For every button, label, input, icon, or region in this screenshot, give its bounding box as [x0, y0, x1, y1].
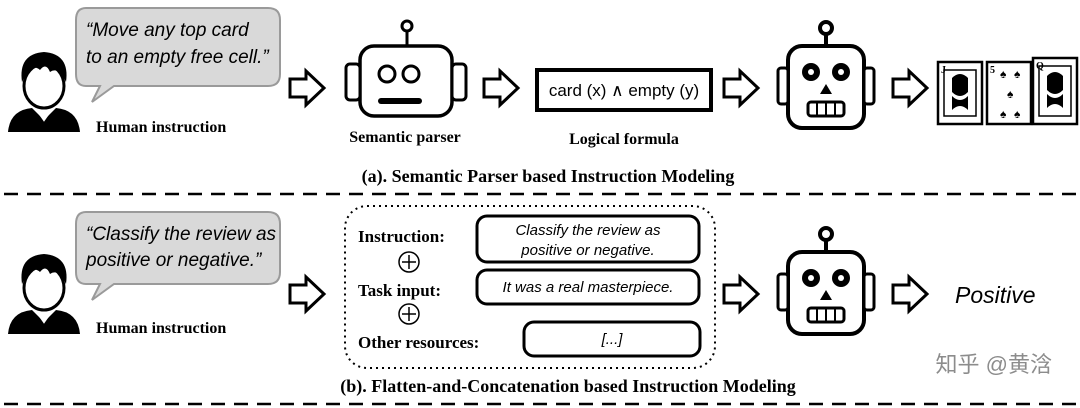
resources-label: Other resources:	[358, 333, 479, 352]
panel-b: “Classify the review as positive or nega…	[6, 205, 1052, 397]
task-input-label: Task input:	[358, 281, 441, 300]
human-label: Human instruction	[96, 320, 226, 337]
speech-line-1: “Move any top card	[86, 20, 250, 41]
formula-text: card (x) ∧ empty (y)	[549, 81, 699, 100]
svg-text:♠: ♠	[1007, 87, 1014, 101]
card-jack-rank: J	[941, 65, 946, 76]
panel-a: “Move any top card to an empty free cell…	[6, 7, 1079, 187]
formula-label: Logical formula	[569, 131, 679, 148]
robot-icon	[776, 20, 876, 130]
task-input-text: It was a real masterpiece.	[503, 279, 674, 296]
instruction-label: Instruction:	[358, 227, 445, 246]
instruction-line-2: positive or negative.	[520, 242, 654, 259]
arrow-icon	[722, 275, 760, 313]
speech-line-1: “Classify the review as	[86, 224, 277, 245]
plus-icon	[398, 251, 420, 273]
arrow-icon	[288, 69, 326, 107]
human-label: Human instruction	[96, 119, 226, 136]
arrow-icon	[482, 69, 520, 107]
task-input-box	[475, 268, 701, 306]
speech-line-2: to an empty free cell.”	[86, 47, 270, 68]
watermark: 知乎 @黄浛	[936, 352, 1052, 377]
svg-text:♠: ♠	[1000, 107, 1007, 121]
resources-text: [...]	[601, 331, 624, 348]
instruction-line-1: Classify the review as	[515, 222, 661, 239]
parser-label: Semantic parser	[349, 129, 461, 146]
caption-b: (b). Flatten-and-Concatenation based Ins…	[340, 376, 796, 397]
speech-line-2: positive or negative.”	[85, 250, 263, 271]
instruction-box	[475, 214, 701, 264]
svg-text:♠: ♠	[1000, 67, 1007, 81]
card-five: 5 ♠ ♠ ♠ ♠ ♠	[985, 60, 1033, 126]
robot-icon	[776, 226, 876, 336]
formula-box	[535, 68, 713, 112]
speech-bubble	[75, 7, 281, 103]
caption-a: (a). Semantic Parser based Instruction M…	[362, 166, 735, 187]
human-icon	[6, 50, 82, 134]
card-queen: Q	[1031, 56, 1079, 126]
output-label: Positive	[955, 282, 1036, 308]
arrow-icon	[891, 275, 929, 313]
card-five-rank: 5	[990, 65, 995, 76]
plus-icon	[398, 303, 420, 325]
speech-bubble	[75, 211, 281, 301]
arrow-icon	[288, 275, 326, 313]
arrow-icon	[891, 69, 929, 107]
svg-text:♠: ♠	[1014, 67, 1021, 81]
resources-box	[522, 320, 702, 358]
card-queen-rank: Q	[1036, 61, 1044, 72]
human-icon	[6, 252, 82, 336]
svg-text:♠: ♠	[1014, 107, 1021, 121]
parser-robot-icon	[344, 19, 468, 118]
arrow-icon	[722, 69, 760, 107]
card-jack: J	[936, 60, 984, 126]
